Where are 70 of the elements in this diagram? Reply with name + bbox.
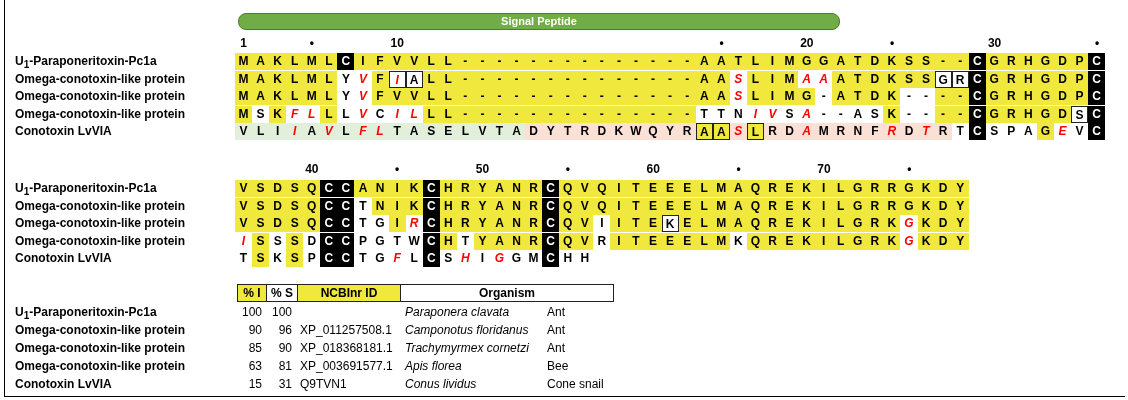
sequence-row: M A K L M L C I F V V L L - - - - - - - - - - - - - - A A T L I M G G A T D K S S - - C G R H G D P C — [235, 53, 1106, 70]
position-number: 40 — [304, 162, 320, 176]
sequence-row-text: T S K S P C C T G F L C S H I G G M C H H — [238, 250, 591, 267]
position-number: • — [735, 162, 742, 176]
protein-name: Omega-conotoxin-like protein — [15, 197, 185, 215]
protein-name: Omega-conotoxin-like protein — [15, 70, 185, 88]
protein-name: U$_{1}$-Paraponeritoxin-Pc1a — [15, 180, 157, 200]
column-header: % S — [266, 284, 298, 302]
sequence-row: V S D S Q C C T G I R C H R Y A N R C Q V I I T E K E L M A Q R E K I L G R K G K D Y — [235, 215, 969, 232]
sequence-row: V S D S Q C C T N I K C H R Y A N R C Q V Q I T E E E L M A Q R E K I L G R R G K D Y — [235, 197, 969, 215]
organism-group: Ant — [547, 322, 565, 339]
percent-similarity: 100 — [270, 304, 292, 321]
column-header: % I — [237, 284, 267, 302]
protein-name: Conotoxin LvVIA — [15, 123, 112, 140]
species-name: Trachymyrmex cornetzi — [405, 340, 529, 357]
organism-group: Bee — [547, 358, 569, 375]
position-number: • — [889, 36, 896, 50]
species-name: Conus lividus — [405, 376, 477, 393]
percent-similarity: 96 — [277, 322, 292, 339]
species-name: Apis florea — [405, 358, 462, 375]
column-header: NCBInr ID — [297, 284, 401, 302]
position-number: • — [1093, 36, 1101, 50]
percent-similarity: 90 — [277, 340, 292, 357]
accession-id: XP_003691577.1 — [300, 358, 393, 375]
position-number: 10 — [389, 36, 405, 50]
percent-similarity: 31 — [277, 376, 292, 393]
sequence-row: V S D S Q C C A N I K C H R Y A N R C Q V Q I T E E E L M A Q R E K I L G R R G K D Y — [235, 180, 969, 197]
sequence-row: M A K L M L Y V F V V L L - - - - - - - - - - - - - - A A S L I M G - A T D K - - - - C G R H G D P C — [235, 88, 1106, 105]
percent-identity: 63 — [247, 358, 262, 375]
species-name: Camponotus floridanus — [405, 322, 529, 339]
position-number: • — [564, 162, 571, 176]
position-number: • — [394, 162, 401, 176]
percent-identity: 15 — [247, 376, 262, 393]
percent-similarity: 81 — [277, 358, 292, 375]
position-number: • — [718, 36, 725, 50]
signal-peptide-bar: Signal Peptide — [238, 13, 840, 30]
sequence-row: I S S S D C C P G T W C H T Y A N R C Q V R I T E E E L M K Q R E K I L G R K G K D Y — [235, 232, 969, 250]
species-name: Paraponera clavata — [405, 304, 510, 321]
protein-name: U$_{1}$-Paraponeritoxin-Pc1a — [15, 53, 157, 73]
position-number: 20 — [799, 36, 815, 50]
organism-group: Ant — [547, 340, 565, 357]
column-header: Organism — [400, 284, 614, 302]
sequence-row: M S K F L L L V C I L L L - - - - - - - - - - - - - - T T N I V S A - - A S K - - - - C G R H G D S C — [235, 105, 1106, 123]
position-number: 30 — [986, 36, 1003, 50]
accession-id: XP_018368181.1 — [300, 340, 393, 357]
protein-name: Conotoxin LvVIA — [15, 250, 112, 267]
protein-name: Omega-conotoxin-like protein — [15, 340, 185, 357]
position-number: 50 — [474, 162, 491, 176]
position-number: 1 — [239, 36, 248, 50]
protein-name: Omega-conotoxin-like protein — [15, 88, 185, 105]
protein-name: Omega-conotoxin-like protein — [15, 232, 185, 250]
sequence-row: V L I I A V L F L T A S E L V T A D Y T R D K W Q Y R A A S L R D A M R N F R D T R T C S P A G E V C — [235, 123, 1106, 140]
protein-name: Conotoxin LvVIA — [15, 376, 112, 393]
protein-name: Omega-conotoxin-like protein — [15, 215, 185, 232]
position-number: 70 — [816, 162, 832, 176]
organism-group: Cone snail — [547, 376, 604, 393]
position-number: • — [906, 162, 913, 176]
percent-identity: 90 — [247, 322, 262, 339]
accession-id: Q9TVN1 — [300, 376, 347, 393]
percent-identity: 85 — [247, 340, 262, 357]
protein-name: U$_{1}$-Paraponeritoxin-Pc1a — [15, 304, 157, 324]
position-number: • — [308, 36, 315, 50]
protein-name: Omega-conotoxin-like protein — [15, 322, 185, 339]
percent-identity: 100 — [240, 304, 262, 321]
accession-id: XP_011257508.1 — [300, 322, 392, 339]
organism-group: Ant — [547, 304, 565, 321]
sequence-row: M A K L M L Y V F I A L L - - - - - - - - - - - - - - A A S L I M A A A T D K S S G R C G R H G D P C — [235, 70, 1106, 88]
position-number: 60 — [645, 162, 661, 176]
protein-name: Omega-conotoxin-like protein — [15, 105, 185, 123]
protein-name: Omega-conotoxin-like protein — [15, 358, 185, 375]
